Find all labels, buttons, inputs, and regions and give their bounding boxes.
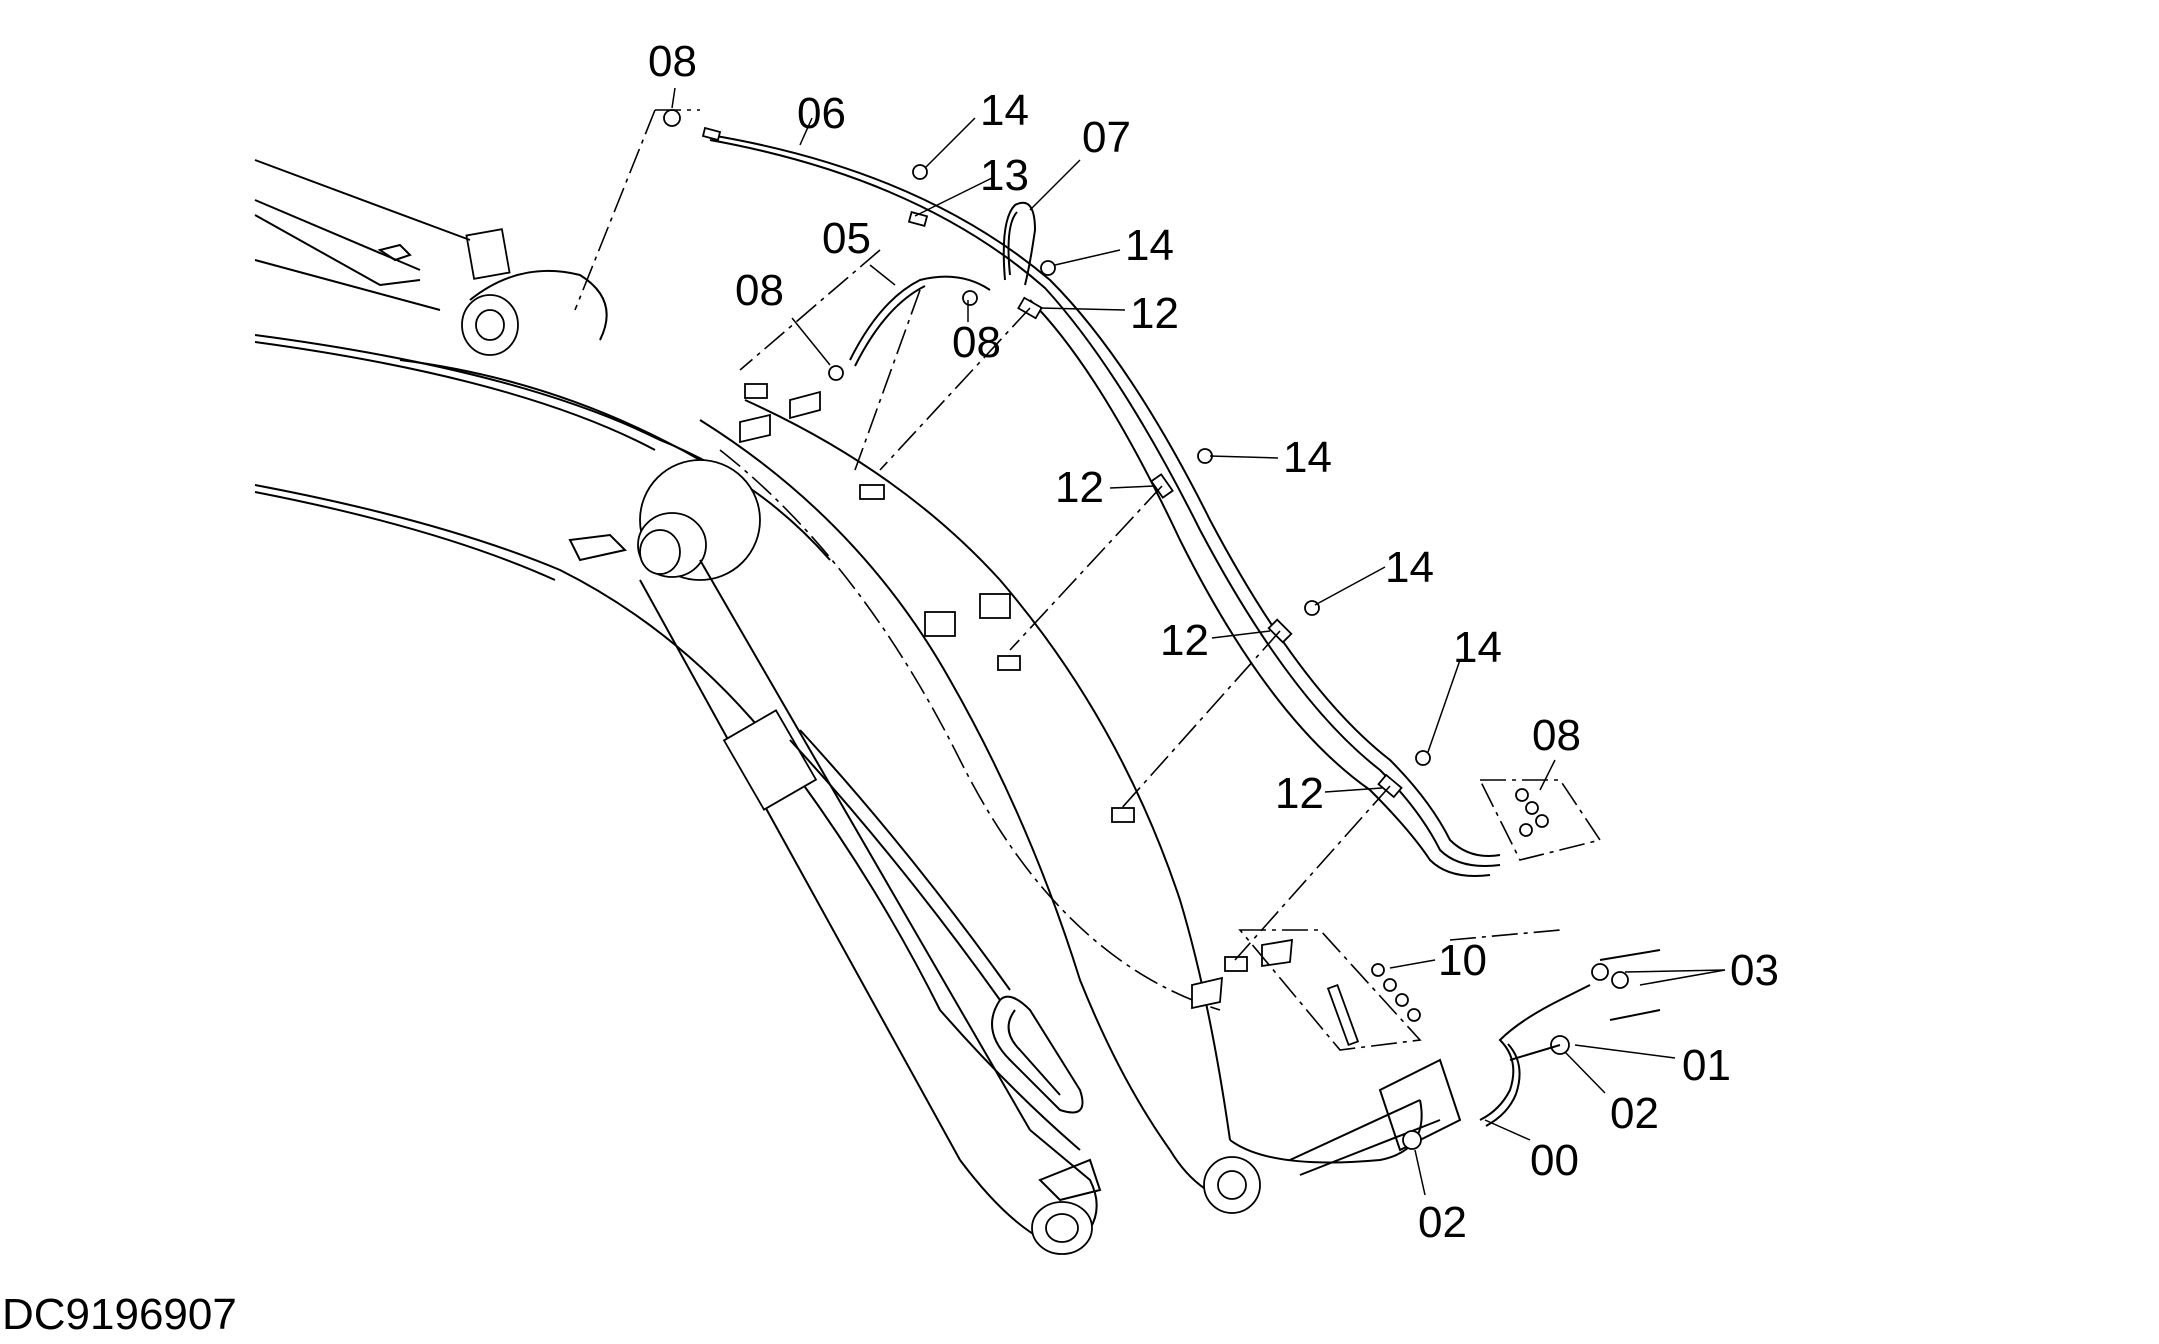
callout-02-right: 02	[1610, 1089, 1659, 1138]
callout-14-d: 14	[1385, 543, 1434, 592]
callout-06: 06	[797, 89, 846, 138]
callout-leaders	[671, 87, 1726, 1196]
callout-08-top: 08	[648, 37, 697, 86]
callout-05: 05	[822, 214, 871, 263]
callout-08-mid-left: 08	[735, 266, 784, 315]
reference-lines	[574, 109, 1561, 961]
bolts	[663, 109, 1431, 766]
callout-03: 03	[1730, 946, 1779, 995]
callout-00: 00	[1530, 1136, 1579, 1185]
callout-12-b: 12	[1055, 463, 1104, 512]
callout-14-a: 14	[980, 86, 1029, 135]
callout-08-mid-right: 08	[952, 318, 1001, 367]
upper-pivot	[254, 159, 608, 356]
arm-cylinder	[568, 459, 1102, 1255]
mount-plates	[739, 383, 1602, 1051]
callout-14-b: 14	[1125, 221, 1174, 270]
document-id: DC9196907	[2, 1290, 237, 1339]
callout-14-e: 14	[1453, 623, 1502, 672]
callout-02-bottom: 02	[1418, 1198, 1467, 1247]
callout-12-d: 12	[1275, 769, 1324, 818]
callout-12-a: 12	[1130, 289, 1179, 338]
bottom-fittings	[1402, 949, 1661, 1150]
callout-08-bottom-right: 08	[1532, 711, 1581, 760]
callout-01: 01	[1682, 1041, 1731, 1090]
callout-10: 10	[1438, 936, 1487, 985]
callout-12-c: 12	[1160, 616, 1209, 665]
hose-bundle	[709, 134, 1501, 877]
callout-07: 07	[1082, 113, 1131, 162]
callout-14-c: 14	[1283, 433, 1332, 482]
callout-13: 13	[980, 151, 1029, 200]
callout-labels: 08 06 14 13 07 05 14 08 12 08 14 12 14 1…	[648, 37, 1779, 1247]
